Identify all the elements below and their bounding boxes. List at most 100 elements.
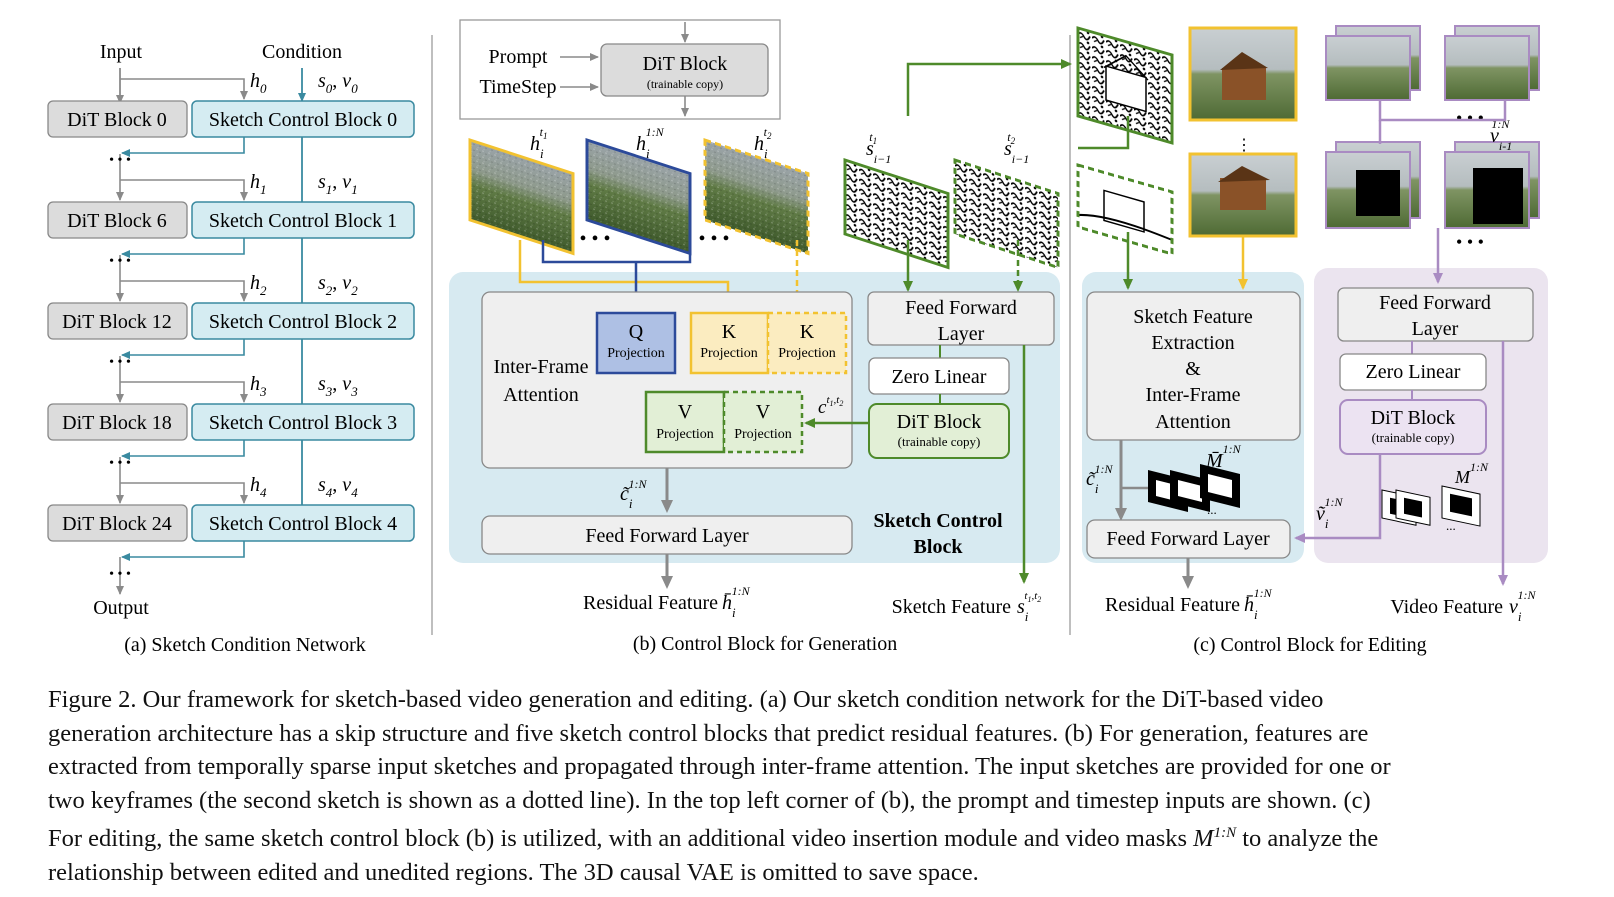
dit-block-b-label: DiT Block: [897, 411, 982, 433]
sketch-feature-label: Sketch Feature: [892, 596, 1012, 618]
h-1N-label: hi1:N: [636, 125, 665, 161]
sfe-4: Inter-Frame: [1145, 384, 1240, 406]
green-c-link: [1078, 116, 1130, 150]
h-label-a: h0: [250, 70, 267, 96]
residual-return-arrow: [121, 339, 245, 359]
dit-block-label: DiT Block 6: [67, 210, 167, 232]
vertical-dots-c: ⋮: [1236, 137, 1252, 154]
k-label: K: [722, 321, 737, 343]
ffl-right-b: [867, 291, 1055, 346]
condition-label: Condition: [262, 41, 342, 63]
sketch-control-block-label: Sketch Control Block 2: [209, 311, 397, 333]
h-bar-label-c: h̄i1:N: [1244, 586, 1273, 622]
dit-block-top-label: DiT Block: [643, 53, 728, 75]
dots-a: • • •: [109, 355, 131, 370]
v-tilde-arrow: [1294, 454, 1382, 543]
h-arrow: [120, 482, 248, 504]
sketch-t1: [843, 158, 950, 270]
dit-block-b: [868, 403, 1010, 459]
video-feature-label: Video Feature: [1390, 596, 1503, 618]
sketch-edit-1: [1076, 26, 1174, 145]
sfe-1: Sketch Feature: [1133, 306, 1253, 328]
dit-block-c-sub: (trainable copy): [1372, 430, 1455, 445]
v-projection-label: Projection: [656, 427, 714, 442]
h-label-a: h2: [250, 272, 267, 298]
h-arrow: [120, 78, 248, 100]
video-stack-2: [1444, 25, 1540, 101]
h-arrow: [120, 381, 248, 403]
caption-line-4: two keyframes (the second sketch is show…: [48, 786, 1371, 814]
panel-b: Prompt TimeStep DiT Block (trainable cop…: [449, 19, 1072, 655]
h-arrow: [120, 179, 248, 201]
sketch-control-block-label: Sketch Control Block 4: [209, 513, 397, 535]
k-projection-2: [766, 311, 848, 375]
v-label: V: [678, 401, 693, 423]
caption-mask-symbol: M: [1193, 825, 1214, 853]
ffl-right-b-1: Feed Forward: [905, 297, 1017, 319]
green-top-connector: [906, 59, 1072, 116]
residual-return-arrow: [121, 238, 245, 258]
residual-label-c: Residual Feature: [1105, 594, 1240, 616]
sketch-control-block-label: Sketch Control Block 1: [209, 210, 397, 232]
k-projection-label: Projection: [700, 346, 758, 361]
dots-a-final: • • •: [109, 567, 131, 582]
h-label-a: h3: [250, 373, 267, 399]
mask-stack-edit: ...: [1121, 464, 1240, 517]
residual-return-arrow: [121, 541, 245, 561]
video-stack-1: [1325, 25, 1421, 101]
sfe-2: Extraction: [1151, 332, 1234, 354]
q-label: Q: [629, 321, 644, 343]
block-title-2: Block: [914, 536, 964, 558]
dit-block-c-label: DiT Block: [1371, 407, 1456, 429]
dit-block: [47, 100, 188, 138]
ffl-right-c: [1337, 287, 1534, 342]
k-projection-label-2: Projection: [778, 346, 836, 361]
sfe-3: &: [1185, 358, 1201, 380]
residual-label-b: Residual Feature: [583, 592, 718, 614]
sv-label-a: s2, v2: [318, 272, 358, 298]
h-bar-label-b: h̄i1:N: [722, 584, 751, 620]
frame-h-t2: [703, 138, 810, 256]
v-projection-2: [722, 390, 804, 454]
v-label-2: V: [756, 401, 771, 423]
sketch-control-block: [191, 403, 415, 441]
ffl-bottom-b-label: Feed Forward Layer: [585, 525, 749, 547]
caption-line-3: extracted from temporally sparse input s…: [48, 753, 1391, 780]
dit-block: [47, 403, 188, 441]
figure-caption: Figure 2. Our framework for sketch-based…: [48, 683, 1588, 889]
sketch-control-block-label: Sketch Control Block 3: [209, 412, 397, 434]
dit-block: [47, 504, 188, 542]
sketch-control-block: [191, 302, 415, 340]
purple-top-link: [1378, 100, 1507, 122]
timestep-label: TimeStep: [479, 76, 556, 98]
v-projection-label-2: Projection: [734, 427, 792, 442]
dots-b2: • • •: [698, 228, 729, 250]
dots-a: • • •: [109, 456, 131, 471]
zero-linear-b-label: Zero Linear: [892, 366, 987, 388]
masked-video-stack-1: [1325, 141, 1421, 229]
zero-linear-c-label: Zero Linear: [1366, 361, 1461, 383]
h-t1-label: hit1: [530, 125, 547, 161]
s-feature-label: sit1,t2: [1017, 590, 1041, 624]
inter-frame-label: Inter-Frame: [493, 356, 588, 378]
dit-block-label: DiT Block 12: [62, 311, 172, 333]
frame-h-1N: [585, 138, 692, 256]
dit-block: [47, 201, 188, 239]
sketch-feature-extraction-box: [1086, 291, 1301, 441]
caption-line-5-text: For editing, the same sketch control blo…: [48, 825, 1188, 853]
ffl-right-b-2: Layer: [938, 323, 985, 345]
v-projection: [644, 390, 726, 454]
residual-return-arrow: [121, 440, 245, 460]
sketch-control-block: [191, 504, 415, 542]
caption-c: (c) Control Block for Editing: [1193, 634, 1426, 656]
sketch-control-block-label: Sketch Control Block 0: [209, 109, 397, 131]
sketch-t2: [953, 158, 1060, 270]
caption-line-2: generation architecture has a skip struc…: [48, 719, 1369, 747]
k-label-2: K: [800, 321, 815, 343]
block-title-1: Sketch Control: [873, 510, 1003, 532]
sketch-edit-2: [1076, 163, 1174, 256]
frame-h-t1: [468, 138, 575, 256]
sv-label-a: s3, v3: [318, 373, 358, 399]
h-arrow: [120, 280, 248, 302]
sv-label-a: s0, v0: [318, 70, 358, 96]
